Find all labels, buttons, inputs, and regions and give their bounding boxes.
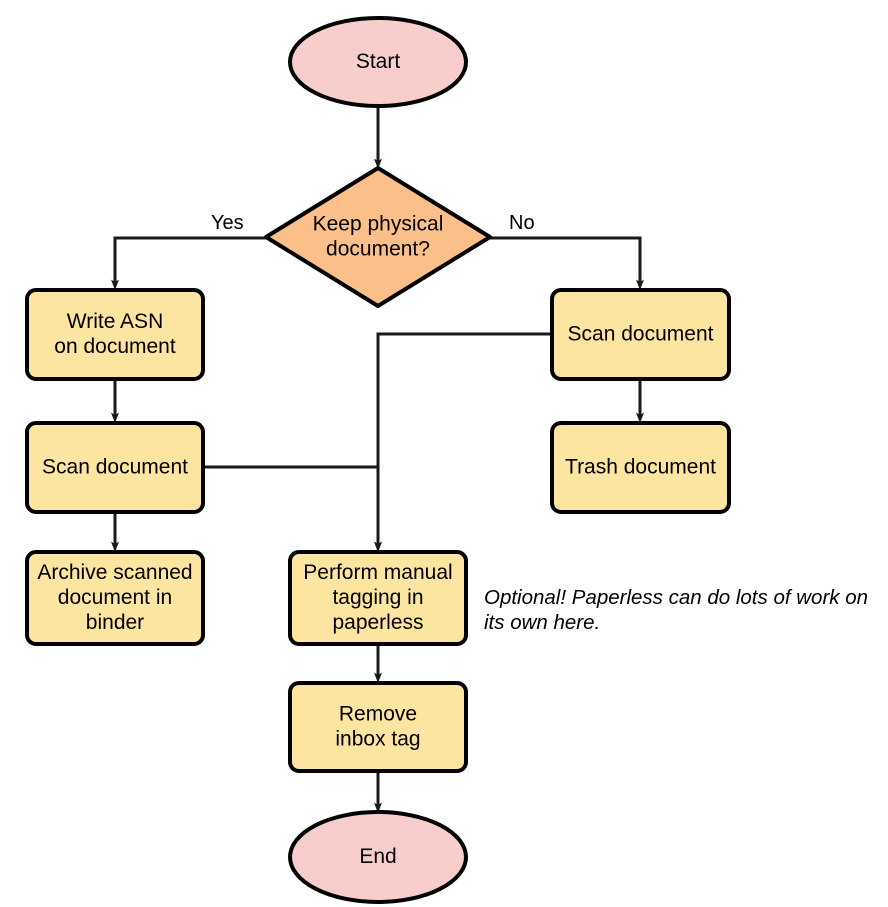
node-scan-document-right[interactable]: Scan document [550, 288, 731, 381]
edge-path [203, 465, 378, 547]
node-shape-diamond [264, 166, 492, 308]
node-label-trash-document: Trash document [565, 455, 716, 478]
node-end[interactable]: End [288, 810, 468, 904]
edge-label-decision-no-to-scan-right: No [509, 212, 535, 234]
node-trash-document[interactable]: Trash document [550, 421, 731, 514]
node-label-end: End [359, 845, 396, 868]
node-label-start: Start [356, 50, 401, 73]
node-shape-process [25, 421, 205, 514]
edges-layer: Yes No [115, 106, 640, 808]
edge-decision-no-to-scan-right: No [490, 212, 640, 285]
edge-label-decision-yes-to-write-asn: Yes [211, 212, 244, 234]
node-shape-process [288, 550, 468, 646]
edge-path [115, 236, 266, 285]
annotations-layer: Optional! Paperless can do lots of work … [484, 586, 868, 634]
edge-decision-yes-to-write-asn: Yes [115, 212, 266, 285]
edge-path [490, 236, 640, 285]
edge-path [378, 332, 552, 547]
annotation-optional-note: Optional! Paperless can do lots of work … [484, 586, 868, 634]
node-label-scan-document-right: Scan document [568, 322, 714, 345]
node-scan-document-left[interactable]: Scan document [25, 421, 205, 514]
node-shape-process [550, 288, 731, 381]
node-shape-ellipse [288, 810, 468, 904]
edge-scan-right-to-manual-tagging [378, 332, 552, 547]
node-shape-process [288, 681, 468, 773]
node-shape-ellipse [288, 16, 468, 108]
node-start[interactable]: Start [288, 16, 468, 108]
node-shape-process [25, 550, 205, 646]
edge-scan-left-to-manual-tagging [203, 465, 378, 547]
node-shape-process [550, 421, 731, 514]
node-shape-process [25, 288, 205, 381]
node-label-scan-document-left: Scan document [42, 455, 188, 478]
